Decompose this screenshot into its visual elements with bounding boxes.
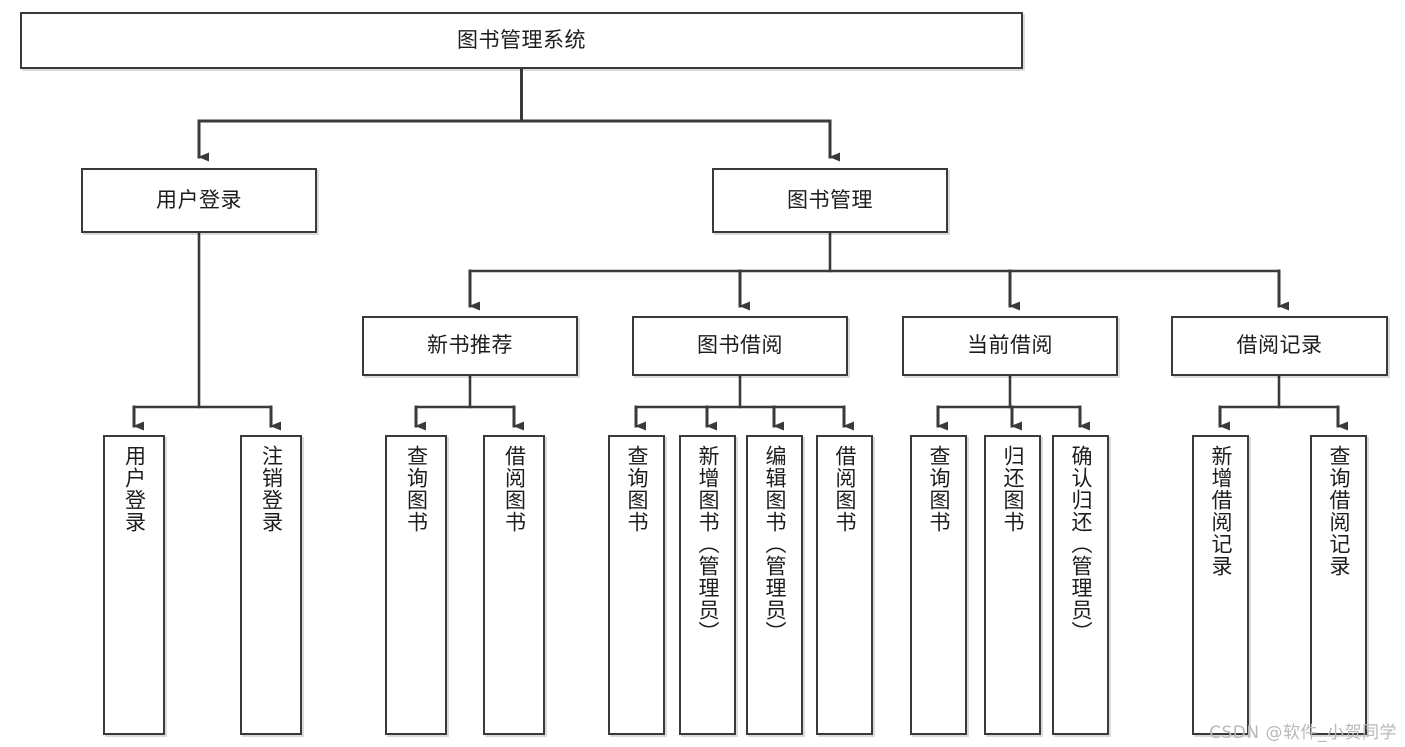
node-leaf-cb-confirm-return[interactable]: 确认归还（管理员） xyxy=(1052,435,1109,735)
node-leaf-br-query-record-label: 查询借阅记录 xyxy=(1326,445,1351,577)
node-leaf-user-login[interactable]: 用户登录 xyxy=(103,435,165,735)
node-leaf-cb-confirm-return-label: 确认归还（管理员） xyxy=(1068,445,1093,643)
node-leaf-nbr-query-book-label: 查询图书 xyxy=(404,445,429,533)
node-current-borrow[interactable]: 当前借阅 xyxy=(902,316,1118,376)
csdn-watermark: CSDN @软件_小贺同学 xyxy=(1209,723,1397,743)
node-user-login-label: 用户登录 xyxy=(156,187,242,212)
node-leaf-bb-edit-book[interactable]: 编辑图书（管理员） xyxy=(746,435,803,735)
node-leaf-cb-return-book[interactable]: 归还图书 xyxy=(984,435,1041,735)
node-new-book-recommend-label: 新书推荐 xyxy=(427,333,513,358)
node-leaf-bb-borrow-book-label: 借阅图书 xyxy=(832,445,857,533)
node-new-book-recommend[interactable]: 新书推荐 xyxy=(362,316,578,376)
node-leaf-bb-borrow-book[interactable]: 借阅图书 xyxy=(816,435,873,735)
node-root[interactable]: 图书管理系统 xyxy=(20,12,1023,69)
node-leaf-br-add-record[interactable]: 新增借阅记录 xyxy=(1192,435,1249,735)
node-leaf-user-logout-label: 注销登录 xyxy=(259,445,284,533)
node-user-login[interactable]: 用户登录 xyxy=(81,168,317,233)
node-leaf-br-query-record[interactable]: 查询借阅记录 xyxy=(1310,435,1367,735)
node-root-label: 图书管理系统 xyxy=(457,27,586,52)
node-book-borrow-label: 图书借阅 xyxy=(697,333,783,358)
node-leaf-nbr-borrow-book[interactable]: 借阅图书 xyxy=(483,435,545,735)
node-leaf-cb-return-book-label: 归还图书 xyxy=(1000,445,1025,533)
node-leaf-nbr-borrow-book-label: 借阅图书 xyxy=(502,445,527,533)
node-leaf-bb-edit-book-label: 编辑图书（管理员） xyxy=(762,445,787,643)
node-leaf-bb-add-book[interactable]: 新增图书（管理员） xyxy=(679,435,736,735)
node-leaf-nbr-query-book[interactable]: 查询图书 xyxy=(385,435,447,735)
node-leaf-user-login-label: 用户登录 xyxy=(122,445,147,533)
node-book-manage-label: 图书管理 xyxy=(787,187,873,212)
node-borrow-record[interactable]: 借阅记录 xyxy=(1171,316,1388,376)
node-leaf-user-logout[interactable]: 注销登录 xyxy=(240,435,302,735)
node-leaf-bb-query-book-label: 查询图书 xyxy=(624,445,649,533)
node-leaf-cb-query-book-label: 查询图书 xyxy=(926,445,951,533)
node-current-borrow-label: 当前借阅 xyxy=(967,333,1053,358)
node-book-manage[interactable]: 图书管理 xyxy=(712,168,948,233)
node-book-borrow[interactable]: 图书借阅 xyxy=(632,316,848,376)
node-borrow-record-label: 借阅记录 xyxy=(1236,333,1323,358)
node-leaf-bb-query-book[interactable]: 查询图书 xyxy=(608,435,665,735)
node-leaf-bb-add-book-label: 新增图书（管理员） xyxy=(695,445,720,643)
node-leaf-br-add-record-label: 新增借阅记录 xyxy=(1208,445,1233,577)
node-leaf-cb-query-book[interactable]: 查询图书 xyxy=(910,435,967,735)
